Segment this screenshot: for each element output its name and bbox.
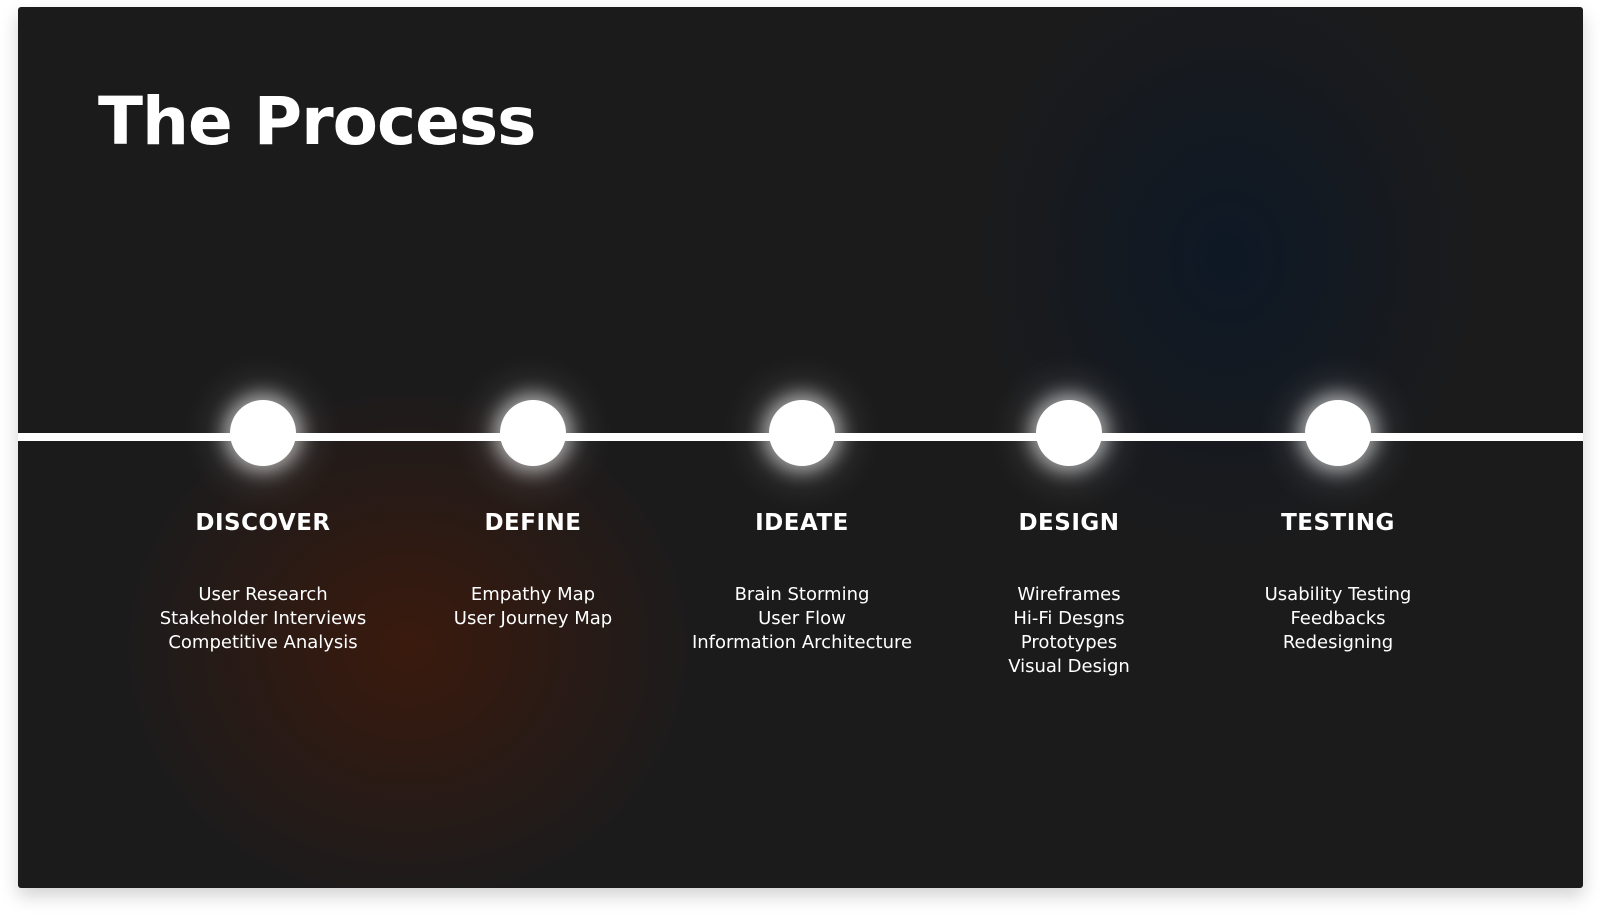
stage-ideate: IDEATE Brain Storming User Flow Informat… — [652, 400, 952, 655]
timeline-node-testing — [1305, 400, 1371, 466]
stage-title-testing: TESTING — [1281, 510, 1395, 536]
stage-title-discover: DISCOVER — [195, 510, 331, 536]
stage-item: Prototypes — [1020, 632, 1118, 653]
stage-items-discover: User Research Stakeholder Interviews Com… — [113, 583, 413, 655]
stage-item: Visual Design — [1008, 656, 1130, 677]
stage-items-ideate: Brain Storming User Flow Information Arc… — [652, 583, 952, 655]
stage-item: Empathy Map — [470, 584, 596, 605]
timeline-node-design — [1036, 400, 1102, 466]
stage-item: Hi-Fi Desgns — [1013, 608, 1125, 629]
stage-define: DEFINE Empathy Map User Journey Map — [383, 400, 683, 631]
stage-items-define: Empathy Map User Journey Map — [383, 583, 683, 631]
stage-title-define: DEFINE — [484, 510, 582, 536]
stage-design: DESIGN Wireframes Hi-Fi Desgns Prototype… — [919, 400, 1219, 679]
stage-item: Competitive Analysis — [168, 632, 358, 653]
stage-item: Wireframes — [1017, 584, 1121, 605]
page-title: The Process — [98, 83, 536, 160]
stage-title-design: DESIGN — [1018, 510, 1120, 536]
process-slide: The Process DISCOVER User Research Stake… — [18, 7, 1583, 888]
stage-item: User Flow — [758, 608, 846, 629]
stage-items-testing: Usability Testing Feedbacks Redesigning — [1188, 583, 1488, 655]
timeline-node-ideate — [769, 400, 835, 466]
stage-item: Brain Storming — [734, 584, 870, 605]
stage-testing: TESTING Usability Testing Feedbacks Rede… — [1188, 400, 1488, 655]
timeline-node-define — [500, 400, 566, 466]
stage-item: User Research — [198, 584, 328, 605]
stage-item: Stakeholder Interviews — [159, 608, 367, 629]
stage-item: Usability Testing — [1264, 584, 1412, 605]
stage-items-design: Wireframes Hi-Fi Desgns Prototypes Visua… — [919, 583, 1219, 679]
stage-item: Redesigning — [1282, 632, 1394, 653]
stage-item: User Journey Map — [453, 608, 613, 629]
timeline-node-discover — [230, 400, 296, 466]
stage-item: Feedbacks — [1290, 608, 1386, 629]
stage-title-ideate: IDEATE — [755, 510, 849, 536]
stage-discover: DISCOVER User Research Stakeholder Inter… — [113, 400, 413, 655]
stage-item: Information Architecture — [691, 632, 913, 653]
